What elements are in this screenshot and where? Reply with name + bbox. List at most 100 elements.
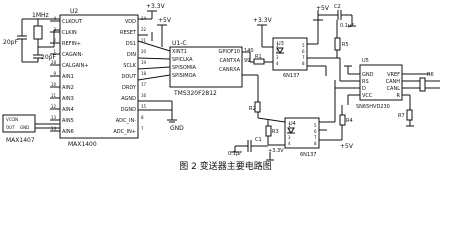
u5-pin-gnd: GND [362,72,374,78]
u4-ref-label: U4 [289,121,296,127]
u2-pin-sclk: SCLK [123,63,136,69]
r6-resistor [419,77,426,92]
r1-resistor [253,58,265,65]
u2-pin-num: 10 [51,82,57,87]
c1-value-label: 0.1μF [228,151,242,157]
u2-pin-num: 11 [51,93,57,98]
u2-ref-label: U2 [70,8,78,15]
u2-pin-ain1: AIN1 [62,74,74,80]
u2-pin-num: 9 [53,71,56,76]
u2-part-label: MAX1400 [68,141,97,148]
u5-pin-canl: CANL [387,86,401,92]
u2-left-pins: CLKOUT4CLKIN3REFIN+2CAGAIN-1CALGAIN+28AI… [50,16,88,135]
u3-pins-num: 5 [302,43,305,48]
u2-pin-num: 21 [141,38,147,43]
u3-ref-label: U3 [277,41,284,47]
u2-pin-num: 7 [141,126,144,131]
u2-pin-calgain+: CALGAIN+ [62,63,88,69]
crystal-freq-label: 1MHz [32,12,49,19]
c2-r5: C2 0.1μF R5 [318,4,356,58]
u4-pins-num: 5 [314,123,317,128]
u2-pin-cagain-: CAGAIN- [62,52,83,58]
u4-pins-num: 7 [314,135,317,140]
u2-pin-num: 22 [141,27,147,32]
u2-pin-vdd: VDD [125,19,136,25]
c2-value-label: 0.1μF [340,23,354,29]
max1407-chip: VCC IN OUT GND MAX1407 [2,114,60,144]
u3-pins-num: 8 [302,61,305,66]
u3-pins-num: 2 [276,49,279,54]
u3-power-label: +3.3V [253,17,273,24]
u3-pins-num: 7 [302,55,305,60]
u2-pin-num: 2 [53,38,56,43]
u4-pins-num: 6 [314,129,317,134]
u2-pin-ain4: AIN4 [62,107,74,113]
u2-right-pins: VDD24RESET22DS121DIN20SCLK19DOUT18DRDY17… [113,16,146,135]
u2-pin-drdy: DRDY [122,85,137,91]
r4-label: R4 [346,118,353,124]
u3-pins-num: 4 [276,61,279,66]
u1-part-label: TMS320F2812 [173,90,217,97]
gnd-label: GND [170,125,184,132]
u1-pin-spisimoa: SPISIMOA [172,73,196,79]
u2-pin-ain3: AIN3 [62,96,74,102]
u4-part-label: 6N137 [300,152,316,158]
max1407-part-label: MAX1407 [6,137,35,144]
u4-pins-num: 4 [288,141,291,146]
u2-pin-refin+: REFIN+ [62,41,81,47]
r4-resistor [339,114,346,126]
u5-part-label: SN65HVD230 [356,104,390,110]
u5-pin-rs: RS [362,79,369,85]
u4-pins-num: 1 [288,123,291,128]
r3-label: R3 [272,129,279,135]
u2-pin-num: 18 [141,71,147,76]
u1-dsp: U1-C TMS320F2812 XINT1SPICLKASPISOMIASPI… [169,40,254,97]
max1407-pin-gnd: GND [20,125,29,130]
u2-pin-dgnd: DGND [121,107,136,113]
u2-vdd-power-label: +3.3V [146,3,166,10]
u3-part-label: 6N137 [283,73,299,79]
r2-resistor [254,101,261,113]
u2-pin-ds1: DS1 [126,41,136,47]
u1-pin-140: 140 [244,48,254,54]
c2-label: C2 [334,4,341,10]
u5-pin-r: R [397,93,401,99]
u2-pin-reset: RESET [120,30,137,36]
u2-pin-num: 16 [141,93,147,98]
u2-pin-num: 19 [141,60,147,65]
u3-pins-num: 6 [302,49,305,54]
max1407-pin-out: OUT [6,125,15,130]
cap-bottom-label: 20pF [41,54,56,61]
u2-pin-num: 3 [53,27,56,32]
u2-pin-num: 15 [141,104,147,109]
u2-pin-num: 1 [53,49,56,54]
u1-pin-99: 99 [244,58,250,64]
u3-pins-num: 1 [276,43,279,48]
u3-v5-label: +5V [316,5,330,12]
u2-pin-din: DIN [127,52,136,58]
r5-label: R5 [342,42,349,48]
u4-pins-num: 8 [314,141,317,146]
r1-label: R1 [255,54,262,60]
u1-pin-canrxa: CANRXA [219,67,241,73]
figure-caption: 图 2 变送器主要电路图 [179,162,272,172]
u2-pin-agnd: AGND [121,96,136,102]
u4-pins-num: 2 [288,129,291,134]
r5-resistor [334,37,341,51]
u4-v5-label: +5V [340,143,354,150]
r7-resistor [406,109,413,121]
u2-pin-num: 12 [51,104,57,109]
u2-pin-num: 4 [53,16,56,21]
r2-label: R2 [249,106,256,112]
r6-label: R6 [427,72,434,78]
u4-power-label: +3.3V [268,148,284,154]
u2-pin-ain5: AIN5 [62,118,74,124]
u4-pins-num: 3 [288,135,291,140]
